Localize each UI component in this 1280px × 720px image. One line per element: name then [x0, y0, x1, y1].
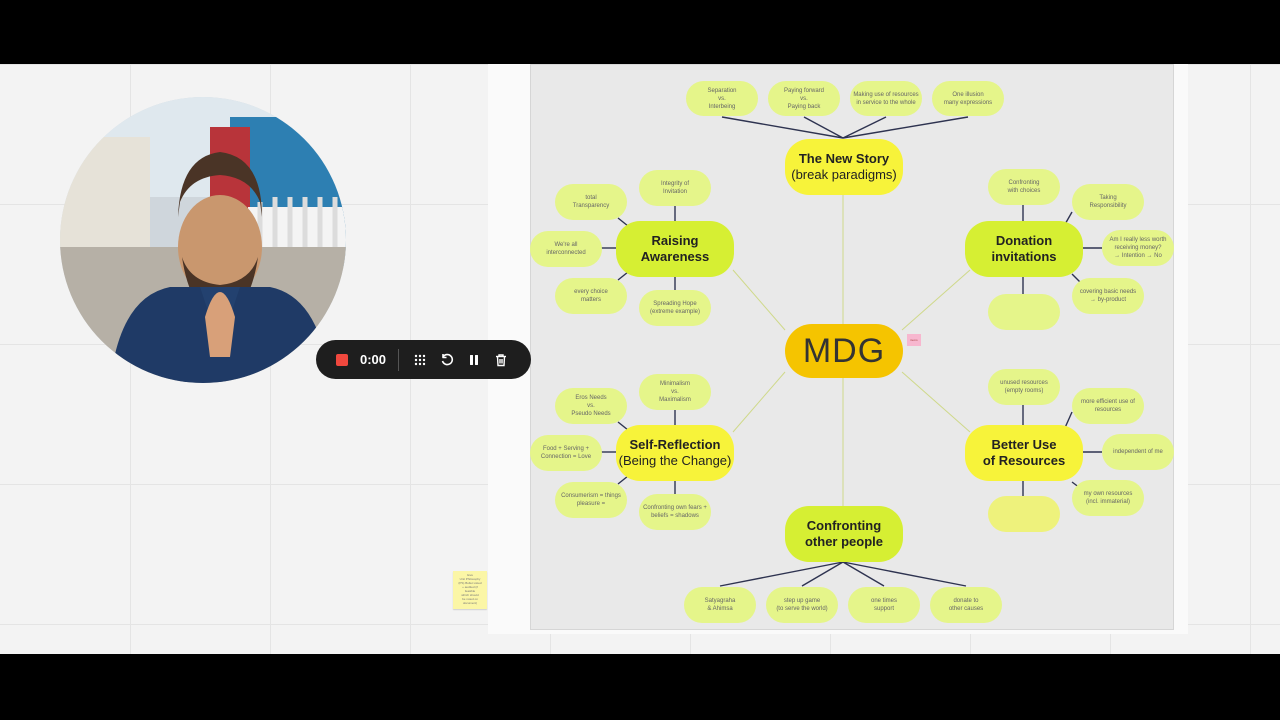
- node-self-reflection[interactable]: Self-Reflection (Being the Change): [616, 425, 734, 481]
- leaf-making-use-resources[interactable]: Making use of resources in service to th…: [850, 81, 922, 116]
- leaf-minimalism[interactable]: Minimalism vs. Maximalism: [639, 374, 711, 410]
- leaf-consumerism[interactable]: Consumerism = things pleasure =: [555, 482, 627, 518]
- leaf-empty[interactable]: [988, 294, 1060, 330]
- leaf-spreading-hope[interactable]: Spreading Hope (extreme example): [639, 290, 711, 326]
- leaf-integrity-invitation[interactable]: Integrity of Invitation: [639, 170, 711, 206]
- leaf-independent[interactable]: independent of me: [1102, 434, 1174, 470]
- leaf-less-worth[interactable]: Am I really less worth receiving money? …: [1102, 230, 1174, 266]
- node-self-reflection-subtitle: (Being the Change): [618, 453, 732, 468]
- leaf-unused-resources[interactable]: unused resources (empty rooms): [988, 369, 1060, 405]
- leaf-efficient-use[interactable]: more efficient use of resources: [1072, 388, 1144, 424]
- pink-note[interactable]: items: [907, 334, 921, 346]
- node-donation-invitations[interactable]: Donation invitations: [965, 221, 1083, 277]
- node-new-story[interactable]: The New Story (break paradigms): [785, 139, 903, 195]
- sticky-note[interactable]: Give Unit Philosophy (PS) Bullet Listed …: [453, 571, 487, 609]
- webcam-bubble[interactable]: [60, 97, 346, 383]
- leaf-eros-needs[interactable]: Eros Needs vs. Pseudo Needs: [555, 388, 627, 424]
- restart-icon[interactable]: [438, 351, 456, 369]
- node-self-reflection-title: Self-Reflection: [629, 437, 721, 452]
- leaf-own-resources[interactable]: my own resources (incl. immaterial): [1072, 480, 1144, 516]
- leaf-confronting-fears[interactable]: Confronting own fears + beliefs = shadow…: [639, 494, 711, 530]
- node-better-use-resources[interactable]: Better Use of Resources: [965, 425, 1083, 481]
- leaf-confronting-choices[interactable]: Confronting with choices: [988, 169, 1060, 205]
- leaf-taking-responsibility[interactable]: Taking Responsibility: [1072, 184, 1144, 220]
- recording-timer: 0:00: [360, 352, 387, 367]
- toolbar-divider: [398, 348, 400, 371]
- leaf-step-up-game[interactable]: step up game (to serve the world): [766, 587, 838, 623]
- leaf-empty-yellow[interactable]: [988, 496, 1060, 532]
- node-new-story-title: The New Story: [798, 151, 890, 166]
- recording-toolbar: 0:00: [316, 340, 531, 379]
- node-new-story-subtitle: (break paradigms): [791, 167, 897, 182]
- leaf-interconnected[interactable]: We're all interconnected: [530, 231, 602, 267]
- leaf-every-choice[interactable]: every choice matters: [555, 278, 627, 314]
- leaf-separation-interbeing[interactable]: Separation vs. Interbeing: [686, 81, 758, 116]
- leaf-donate-causes[interactable]: donate to other causes: [930, 587, 1002, 623]
- grid-dots-icon[interactable]: [411, 351, 429, 369]
- trash-icon[interactable]: [492, 351, 510, 369]
- leaf-food-serving[interactable]: Food + Serving + Connection = Love: [530, 435, 602, 471]
- leaf-paying-forward[interactable]: Paying forward vs. Paying back: [768, 81, 840, 116]
- leaf-basic-needs[interactable]: covering basic needs → by-product: [1072, 278, 1144, 314]
- node-center-mdg[interactable]: MDG: [785, 324, 903, 378]
- leaf-one-illusion[interactable]: One illusion many expressions: [932, 81, 1004, 116]
- leaf-one-times-support[interactable]: one times support: [848, 587, 920, 623]
- node-raising-awareness[interactable]: Raising Awareness: [616, 221, 734, 277]
- presenter-video: [60, 97, 346, 383]
- leaf-total-transparency[interactable]: total Transparency: [555, 184, 627, 220]
- node-confronting-other-people[interactable]: Confronting other people: [785, 506, 903, 562]
- leaf-satyagraha[interactable]: Satyagraha & Ahimsa: [684, 587, 756, 623]
- stop-icon[interactable]: [336, 353, 348, 366]
- pause-icon[interactable]: [465, 351, 483, 369]
